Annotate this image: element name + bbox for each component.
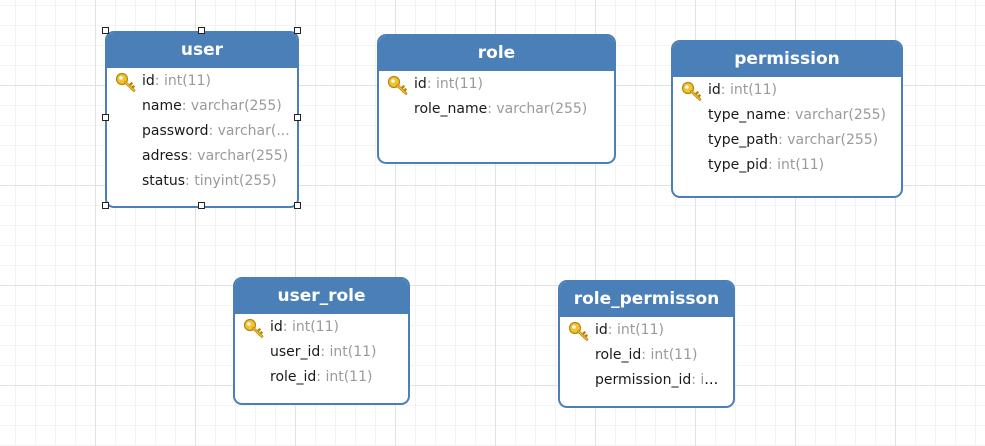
primary-key-icon [568, 321, 589, 341]
entity-permission[interactable]: permission id: int(11) type_name: varcha… [671, 40, 903, 198]
field-type: : varchar(255) [188, 148, 289, 164]
field-name: type_path [708, 132, 779, 148]
field-row[interactable]: id: int(11) [560, 318, 733, 343]
field-type: : int... [691, 372, 733, 388]
entity-title[interactable]: user [107, 33, 297, 68]
field-row[interactable]: user_id: int(11) [235, 340, 408, 365]
field-type: : int(11) [720, 82, 777, 98]
field-name: password [142, 123, 209, 139]
field-row[interactable]: id: int(11) [673, 78, 901, 103]
field-type: : int(11) [641, 347, 698, 363]
field-type: : int(11) [154, 73, 211, 89]
field-row[interactable]: role_id: int(11) [235, 365, 408, 390]
field-name: role_id [270, 369, 317, 385]
entity-title[interactable]: role [379, 36, 614, 71]
field-type: : varchar(... [208, 123, 290, 139]
field-list: id: int(11) name: varchar(255) password:… [107, 68, 297, 194]
field-list: id: int(11) role_id: int(11) permission_… [560, 317, 733, 393]
field-name: user_id [270, 344, 321, 360]
primary-key-icon [243, 318, 264, 338]
field-type: : varchar(255) [778, 132, 879, 148]
entity-user-role[interactable]: user_role id: int(11) user_id: int(11) r… [233, 277, 410, 405]
field-list: id: int(11) user_id: int(11) role_id: in… [235, 314, 408, 390]
resize-handle-bottom-right[interactable] [294, 202, 301, 209]
field-list: id: int(11) type_name: varchar(255) type… [673, 77, 901, 178]
field-type: : varchar(255) [785, 107, 887, 123]
field-name: name [142, 98, 182, 114]
field-list: id: int(11) role_name: varchar(255) [379, 71, 614, 122]
field-row[interactable]: name: varchar(255) [107, 94, 297, 119]
field-type: : int(11) [282, 319, 339, 335]
primary-key-icon [115, 72, 136, 92]
resize-handle-bottom-left[interactable] [102, 202, 109, 209]
field-type: : tinyint(255) [185, 173, 277, 189]
field-name: role_name [414, 101, 488, 117]
field-name: type_name [708, 107, 786, 123]
primary-key-icon [681, 81, 702, 101]
field-row[interactable]: type_path: varchar(255) [673, 128, 901, 153]
field-name: id [414, 76, 427, 92]
entity-title[interactable]: permission [673, 42, 901, 77]
field-row[interactable]: id: int(11) [379, 72, 614, 97]
field-name: permission_id [595, 372, 692, 388]
field-type: : int(11) [320, 344, 377, 360]
field-type: : varchar(255) [181, 98, 282, 114]
field-row[interactable]: role_id: int(11) [560, 343, 733, 368]
field-row[interactable]: role_name: varchar(255) [379, 97, 614, 122]
field-name: status [142, 173, 186, 189]
field-row[interactable]: type_pid: int(11) [673, 153, 901, 178]
field-type: : int(11) [426, 76, 483, 92]
entity-title[interactable]: user_role [235, 279, 408, 314]
field-type: : int(11) [767, 157, 825, 173]
resize-handle-right[interactable] [294, 114, 301, 121]
field-row[interactable]: permission_id: int... [560, 368, 733, 393]
primary-key-icon [387, 75, 408, 95]
entity-role-permisson[interactable]: role_permisson id: int(11) role_id: int(… [558, 280, 735, 408]
resize-handle-top[interactable] [198, 27, 205, 34]
field-name: id [595, 322, 608, 338]
field-row[interactable]: id: int(11) [107, 69, 297, 94]
field-row[interactable]: status: tinyint(255) [107, 169, 297, 194]
field-row[interactable]: type_name: varchar(255) [673, 103, 901, 128]
resize-handle-left[interactable] [102, 114, 109, 121]
field-name: id [270, 319, 283, 335]
field-name: adress [142, 148, 189, 164]
field-row[interactable]: adress: varchar(255) [107, 144, 297, 169]
field-name: id [142, 73, 155, 89]
field-name: id [708, 82, 721, 98]
field-row[interactable]: id: int(11) [235, 315, 408, 340]
resize-handle-bottom[interactable] [198, 202, 205, 209]
entity-user[interactable]: user id: int(11) name: varchar(255) pass… [105, 31, 299, 208]
entity-title[interactable]: role_permisson [560, 282, 733, 317]
field-name: type_pid [708, 157, 768, 173]
field-type: : int(11) [607, 322, 664, 338]
field-type: : int(11) [316, 369, 373, 385]
field-type: : varchar(255) [487, 101, 588, 117]
field-name: role_id [595, 347, 642, 363]
resize-handle-top-left[interactable] [102, 27, 109, 34]
field-row[interactable]: password: varchar(... [107, 119, 297, 144]
entity-role[interactable]: role id: int(11) role_name: varchar(255) [377, 34, 616, 164]
resize-handle-top-right[interactable] [294, 27, 301, 34]
